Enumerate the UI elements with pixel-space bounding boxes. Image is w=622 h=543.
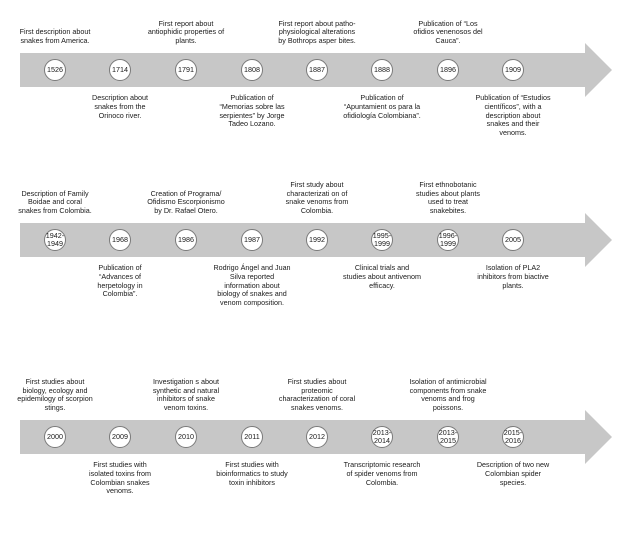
year-marker: 1887 bbox=[306, 59, 328, 81]
year-marker: 1968 bbox=[109, 229, 131, 251]
year-marker: 2010 bbox=[175, 426, 197, 448]
year-marker: 1888 bbox=[371, 59, 393, 81]
event-description: First ethnobotanic studies about plants … bbox=[416, 179, 480, 216]
year-marker: 1896 bbox=[437, 59, 459, 81]
event-description: Publication of “Estudios científicos”, w… bbox=[475, 93, 551, 138]
event-description: Description of two new Colombian spider … bbox=[476, 460, 550, 487]
event-description: First studies about proteomic characteri… bbox=[278, 376, 356, 413]
event-description: Publication of “Memorias sobre las serpi… bbox=[219, 93, 285, 129]
year-marker: 1987 bbox=[241, 229, 263, 251]
year-marker: 2013- 2014 bbox=[371, 426, 393, 448]
year-marker: 1986 bbox=[175, 229, 197, 251]
year-marker: 1526 bbox=[44, 59, 66, 81]
year-marker: 2013- 2015 bbox=[437, 426, 459, 448]
year-marker: 2005 bbox=[502, 229, 524, 251]
event-description: First studies with bioinformatics to stu… bbox=[216, 460, 288, 487]
year-marker: 1992 bbox=[306, 229, 328, 251]
year-marker: 2012 bbox=[306, 426, 328, 448]
year-marker: 2015- 2016 bbox=[502, 426, 524, 448]
year-marker: 1791 bbox=[175, 59, 197, 81]
year-marker: 1808 bbox=[241, 59, 263, 81]
year-marker: 1942- 1949 bbox=[44, 229, 66, 251]
event-description: First report about antiophidic propertie… bbox=[147, 18, 225, 46]
event-description: First report about patho-physiological a… bbox=[278, 18, 356, 46]
year-marker: 1714 bbox=[109, 59, 131, 81]
year-marker: 2011 bbox=[241, 426, 263, 448]
event-description: Description of Family Boidae and coral s… bbox=[18, 188, 92, 216]
event-description: Investigation s about synthetic and natu… bbox=[152, 376, 220, 413]
year-marker: 2000 bbox=[44, 426, 66, 448]
event-description: Publication of “Los ofidios venenosos de… bbox=[413, 18, 483, 46]
event-description: First studies with isolated toxins from … bbox=[89, 460, 151, 496]
event-description: Description about snakes from the Orinoc… bbox=[92, 93, 148, 120]
event-description: Publication of “Apuntamient os para la o… bbox=[343, 93, 421, 120]
event-description: Isolation of PLA2 inhibitors from biacti… bbox=[477, 263, 549, 290]
year-marker: 1995- 1999 bbox=[371, 229, 393, 251]
event-description: Publication of “Advances of herpetology … bbox=[97, 263, 143, 299]
event-description: First studies about biology, ecology and… bbox=[17, 376, 93, 413]
event-description: Clinical trials and studies about antive… bbox=[343, 263, 421, 290]
year-marker: 1909 bbox=[502, 59, 524, 81]
event-description: Rodrigo Ángel and Juan Silva reported in… bbox=[213, 263, 291, 308]
event-description: First description about snakes from Amer… bbox=[19, 27, 91, 46]
year-marker: 1996- 1999 bbox=[437, 229, 459, 251]
year-marker: 2009 bbox=[109, 426, 131, 448]
event-description: Transcriptomic research of spider venoms… bbox=[343, 460, 421, 487]
event-description: Creation of Programa/ Ofidismo Escorpion… bbox=[147, 188, 225, 216]
event-description: First study about characterizati on of s… bbox=[285, 179, 349, 216]
event-description: Isolation of antimicrobial components fr… bbox=[409, 376, 487, 413]
